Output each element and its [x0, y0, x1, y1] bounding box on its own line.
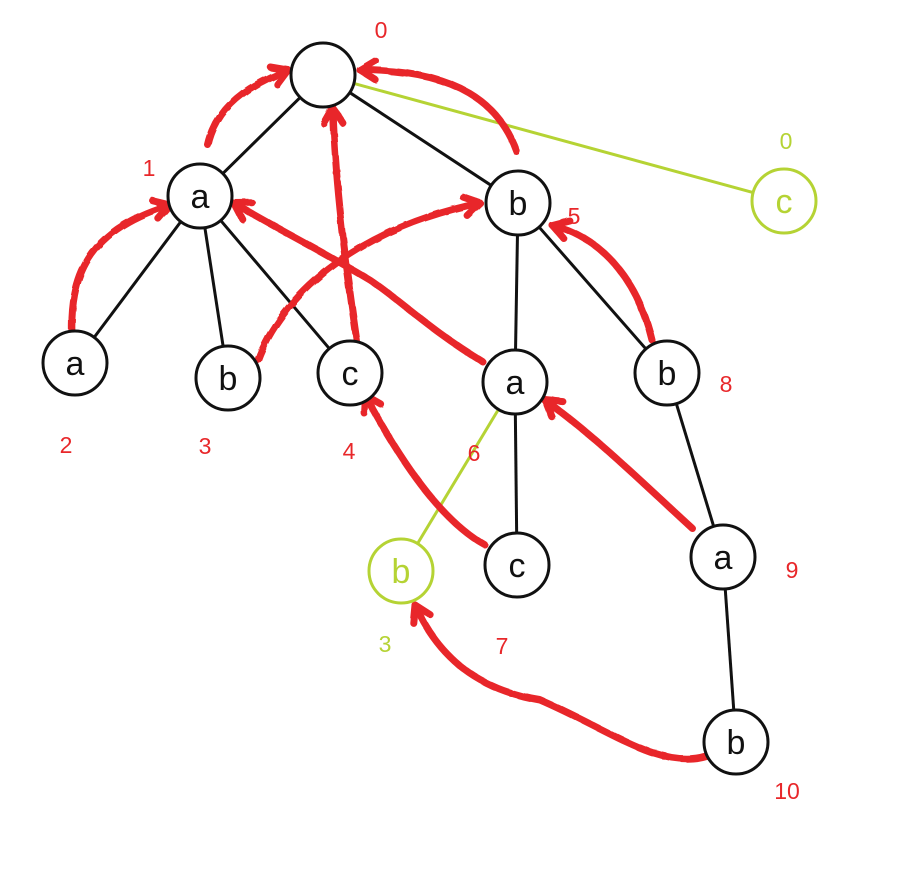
tree-edge-root-n1	[221, 96, 302, 175]
node-index-label-gc: 0	[780, 128, 793, 154]
node-letter: c	[342, 355, 359, 393]
node-index-label-n7: 7	[496, 633, 509, 659]
node-index-label-n5: 5	[568, 203, 581, 229]
fail-link-n4-root	[320, 104, 361, 346]
node-circle	[166, 162, 234, 230]
tree-edge-n5-n6	[514, 234, 519, 351]
tree-edge-n8-n9	[674, 403, 716, 527]
node-circle	[689, 523, 757, 591]
fail-link-n5-root	[356, 57, 521, 156]
node-letter: b	[727, 724, 746, 762]
arrow-head	[548, 217, 573, 243]
fail-link-n8-n5	[548, 217, 656, 344]
node-index-label-n10: 10	[774, 778, 800, 804]
trie-node-n1: a	[166, 162, 234, 230]
node-letter: b	[392, 553, 411, 591]
node-letter: c	[509, 547, 526, 585]
fail-link-n2-n1	[68, 197, 174, 339]
arrow-head	[356, 57, 379, 84]
node-circle	[41, 329, 109, 397]
green-edge-root-gc	[353, 81, 754, 195]
arrow-head	[320, 104, 347, 128]
node-letter: a	[506, 364, 525, 402]
node-letter: b	[658, 355, 677, 393]
node-index-label-n8: 8	[720, 371, 733, 397]
node-letter: a	[66, 345, 85, 383]
fail-link-n1-root	[204, 63, 292, 149]
trie-node-n2: a	[41, 329, 109, 397]
trie-node-root	[289, 41, 357, 109]
node-circle	[367, 537, 435, 605]
arrow-head	[266, 63, 292, 88]
trie-node-n4: c	[316, 339, 384, 407]
node-circle	[633, 339, 701, 407]
trie-node-n7: c	[483, 531, 551, 599]
tree-edge-n6-n7	[513, 413, 519, 534]
trie-node-n9: a	[689, 523, 757, 591]
fail-link-n6-n1	[230, 199, 487, 366]
arrow-head	[409, 601, 434, 627]
index-labels-layer: 0 1 2 3 4 5 6 7 8 9 10 0 3	[60, 17, 800, 804]
trie-node-n5: b	[484, 169, 552, 237]
fail-link-n10-gb	[409, 601, 710, 763]
node-letter: a	[191, 178, 210, 216]
tree-edge-n9-n10	[723, 588, 736, 711]
node-letter: a	[714, 539, 733, 577]
tree-edge-n1-n2	[92, 220, 183, 339]
trie-node-n8: b	[633, 339, 701, 407]
node-index-label-root: 0	[375, 17, 388, 43]
trie-node-n10: b	[702, 708, 770, 776]
tree-edge-root-n5	[348, 91, 493, 187]
nodes-layer: a a b c b a c b a b c b	[41, 41, 818, 776]
trie-node-gc: c	[750, 167, 818, 235]
node-letter: c	[776, 183, 793, 221]
node-circle	[484, 169, 552, 237]
node-circle	[750, 167, 818, 235]
fail-link-n9-n6	[541, 396, 696, 532]
node-circle	[194, 344, 262, 412]
node-index-label-n4: 4	[343, 438, 356, 464]
node-circle	[481, 348, 549, 416]
node-index-label-n1: 1	[143, 155, 156, 181]
trie-node-n3: b	[194, 344, 262, 412]
node-index-label-n2: 2	[60, 432, 73, 458]
node-index-label-n9: 9	[786, 557, 799, 583]
node-letter: b	[219, 360, 238, 398]
fail-links-layer	[68, 57, 710, 763]
node-circle	[702, 708, 770, 776]
arrow-head	[541, 396, 567, 421]
node-circle	[289, 41, 357, 109]
node-letter: b	[509, 185, 528, 223]
node-circle	[316, 339, 384, 407]
tree-edge-n1-n3	[203, 227, 225, 347]
trie-node-gb: b	[367, 537, 435, 605]
fail-link-n7-n4	[360, 391, 489, 549]
tree-edge-n5-n8	[537, 226, 648, 350]
arrow-head	[459, 193, 484, 219]
node-index-label-gb: 3	[379, 631, 392, 657]
fail-link-n3-n5	[254, 193, 484, 364]
green-edges-layer	[353, 81, 754, 545]
tree-edge-n1-n4	[219, 219, 331, 350]
edges-layer	[92, 91, 736, 711]
green-edge-n6-gb	[416, 408, 500, 545]
node-circle	[483, 531, 551, 599]
node-index-label-n3: 3	[199, 433, 212, 459]
arrow-head	[230, 199, 256, 223]
node-index-label-n6: 6	[468, 440, 481, 466]
trie-node-n6: a	[481, 348, 549, 416]
